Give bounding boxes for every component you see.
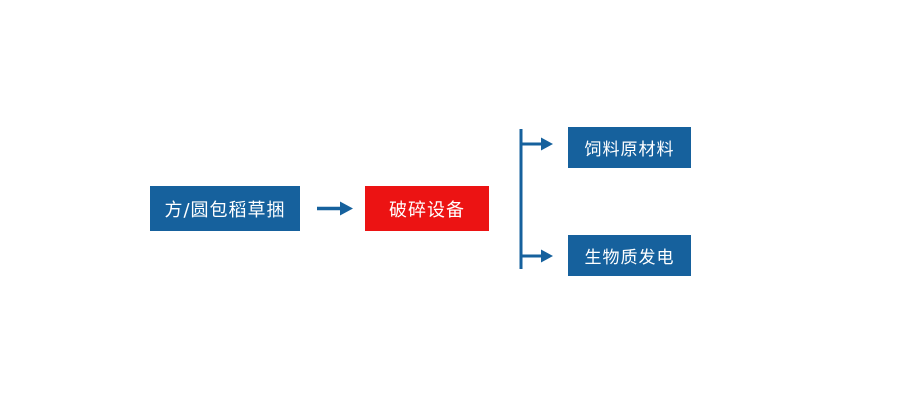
arrow-to-biomass-power <box>521 249 553 263</box>
node-straw-bale-label: 方/圆包稻草捆 <box>164 199 286 221</box>
node-crushing-equipment: 破碎设备 <box>365 186 489 231</box>
arrow-source-to-process <box>317 201 353 216</box>
node-feed-raw-material-label: 饲料原材料 <box>584 140 675 160</box>
node-straw-bale: 方/圆包稻草捆 <box>150 186 300 231</box>
node-crushing-equipment-label: 破碎设备 <box>389 199 465 221</box>
node-biomass-power: 生物质发电 <box>568 235 691 276</box>
node-biomass-power-label: 生物质发电 <box>584 248 675 268</box>
arrow-to-feed-raw-material <box>521 137 553 151</box>
node-feed-raw-material: 饲料原材料 <box>568 127 691 168</box>
